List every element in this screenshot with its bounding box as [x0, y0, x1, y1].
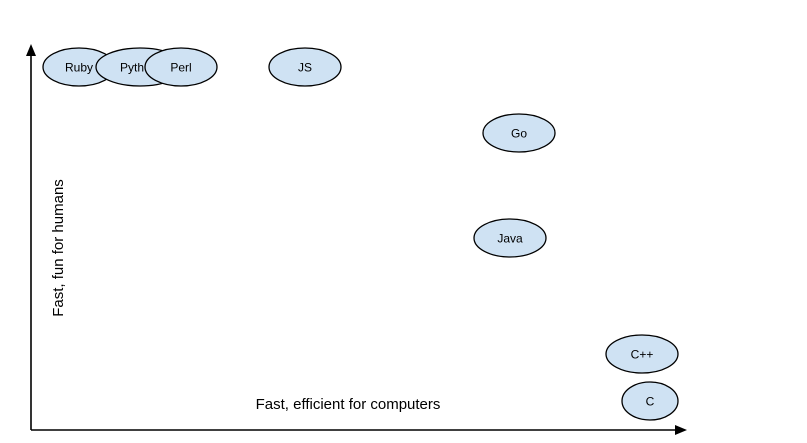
bubble-cpp-label: C++	[631, 348, 654, 362]
bubble-go-label: Go	[511, 127, 527, 141]
bubble-java: Java	[473, 218, 547, 258]
axes	[26, 44, 687, 435]
bubble-java-shape	[473, 218, 547, 258]
y-axis-label: Fast, fun for humans	[50, 179, 67, 317]
bubble-python-label: Pyth	[120, 61, 144, 75]
bubble-js-shape	[268, 47, 342, 87]
bubble-ruby-label: Ruby	[65, 61, 93, 75]
bubble-cpp: C++	[605, 334, 679, 374]
bubble-ruby: Ruby	[42, 47, 116, 87]
bubble-cpp-shape	[605, 334, 679, 374]
x-axis-arrow	[675, 425, 687, 435]
bubble-perl-label: Perl	[170, 61, 191, 75]
bubble-go: Go	[482, 113, 556, 153]
bubble-js-label: JS	[298, 61, 312, 75]
bubble-c-shape	[621, 381, 679, 421]
bubble-go-shape	[482, 113, 556, 153]
bubble-c-label: C	[646, 395, 655, 409]
bubble-perl: Perl	[144, 47, 218, 87]
bubble-java-label: Java	[497, 232, 523, 246]
x-axis-label: Fast, efficient for computers	[256, 396, 441, 413]
bubble-js: JS	[268, 47, 342, 87]
bubble-c: C	[621, 381, 679, 421]
y-axis-arrow	[26, 44, 36, 56]
bubble-perl-shape	[144, 47, 218, 87]
